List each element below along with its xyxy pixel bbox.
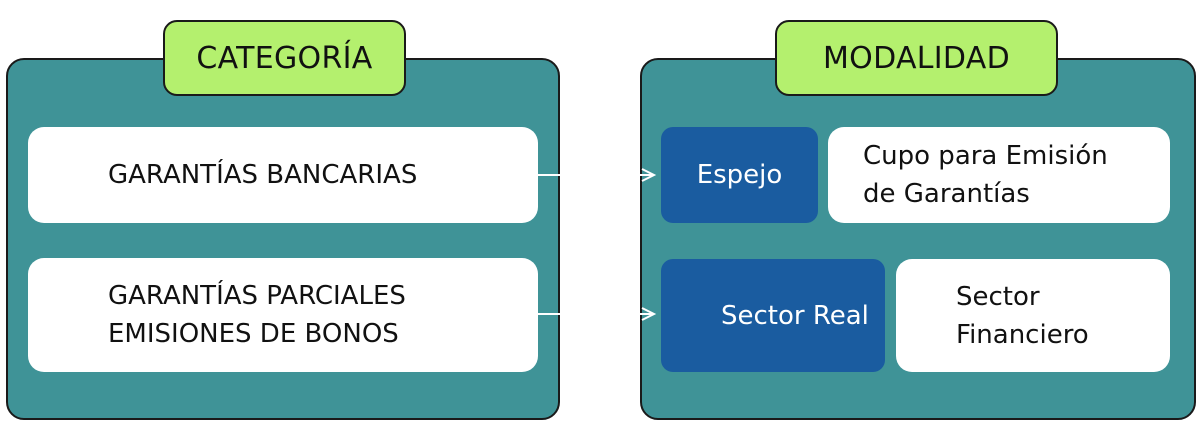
modalidad-espejo: Espejo: [661, 127, 818, 223]
categoria-title: CATEGORÍA: [163, 20, 406, 96]
option-cupo-emision: Cupo para Emisión de Garantías: [828, 127, 1170, 223]
categoria-item-label: EMISIONES DE BONOS: [108, 319, 399, 349]
modalidad-highlight-label: Espejo: [696, 160, 783, 190]
categoria-garantias-parciales: GARANTÍAS PARCIALES EMISIONES DE BONOS: [28, 258, 538, 372]
option-label: de Garantías: [863, 179, 1030, 209]
option-label: Financiero: [956, 319, 1089, 350]
arrow-right-icon: [538, 307, 657, 321]
categoria-item-label: GARANTÍAS PARCIALES: [108, 281, 406, 311]
modalidad-highlight-label: Sector: [721, 300, 805, 331]
categoria-item-label: GARANTÍAS BANCARIAS: [108, 160, 418, 190]
modalidad-highlight-label: Real: [812, 300, 869, 331]
modalidad-title: MODALIDAD: [775, 20, 1058, 96]
option-label: Cupo para Emisión: [863, 141, 1108, 171]
option-label: Sector: [956, 281, 1040, 312]
categoria-garantias-bancarias: GARANTÍAS BANCARIAS: [28, 127, 538, 223]
option-sector-financiero: Sector Financiero: [896, 259, 1170, 372]
modalidad-sector-real: Sector Real: [661, 259, 885, 372]
arrow-right-icon: [538, 168, 657, 182]
